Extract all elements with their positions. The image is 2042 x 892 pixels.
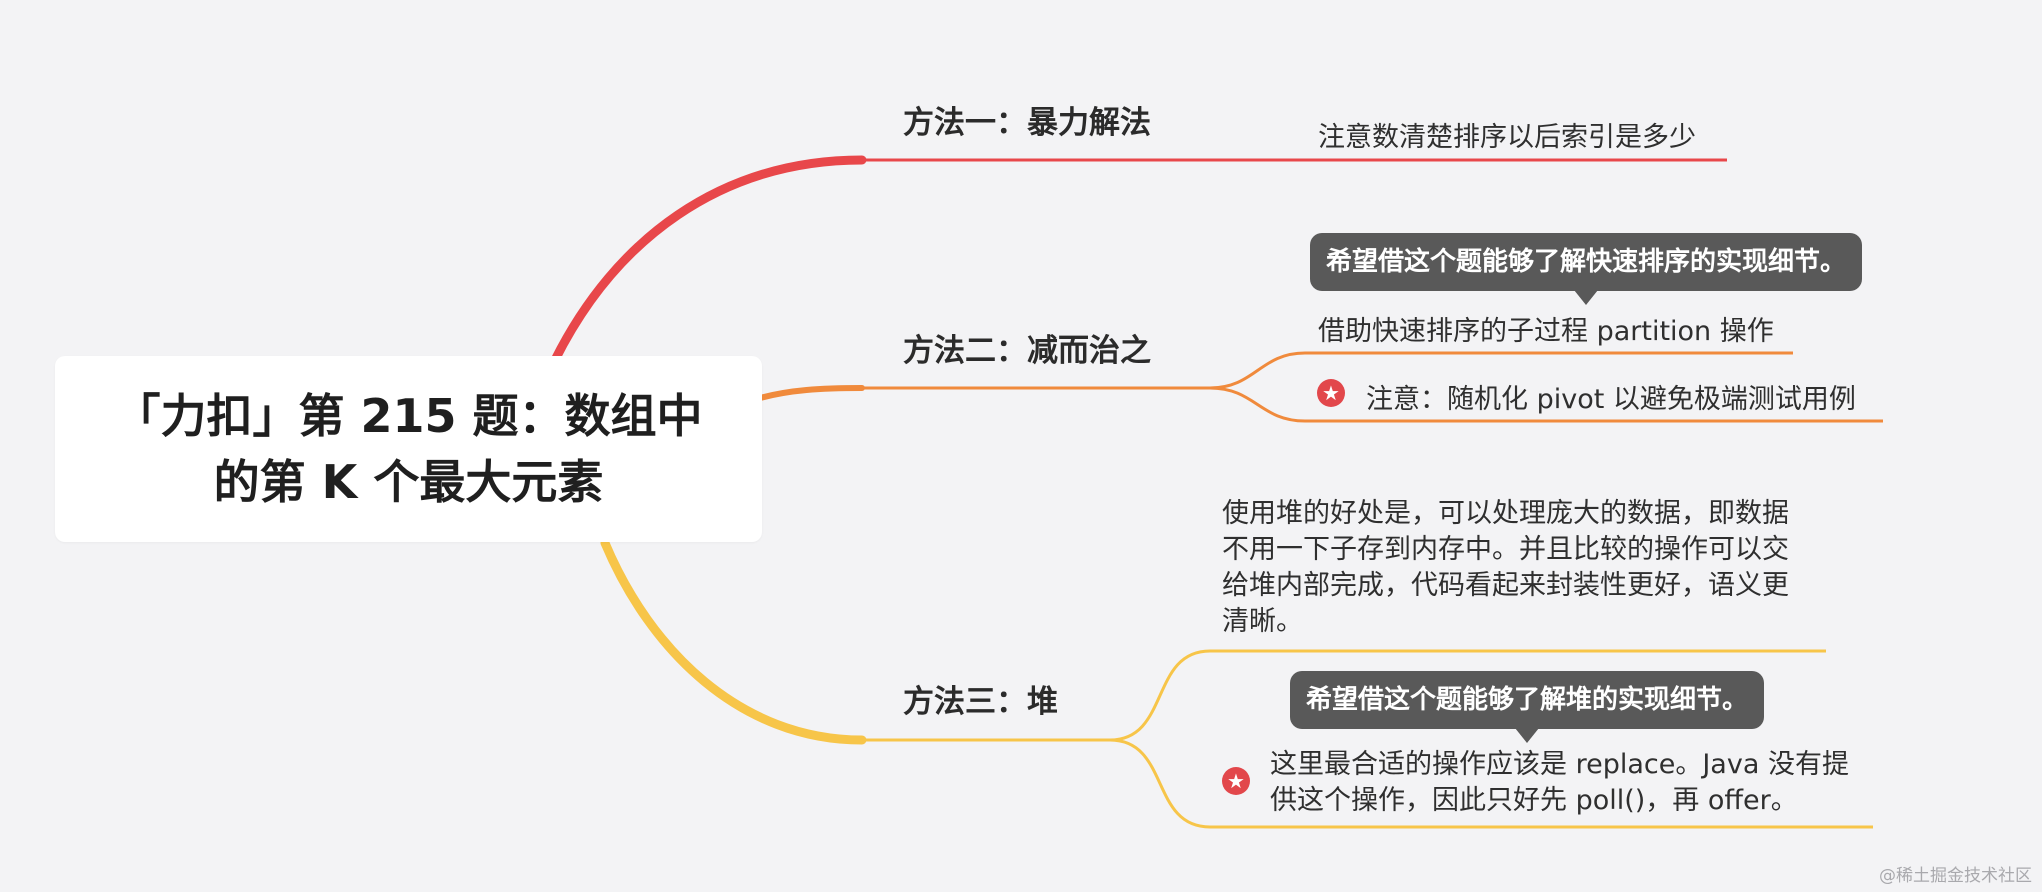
- connector-leaf-2-1: [1209, 351, 1306, 390]
- star-badge-icon: ★: [1222, 767, 1250, 795]
- root-title: 「力扣」第 215 题：数组中 的第 K 个最大元素: [114, 389, 703, 509]
- branch-label-method-2[interactable]: 方法二：减而治之: [903, 333, 1151, 369]
- callout-method-2: 希望借这个题能够了解快速排序的实现细节。: [1310, 233, 1863, 305]
- connector-leaf-3-2: [1109, 738, 1211, 829]
- watermark: @稀土掘金技术社区: [1879, 866, 2032, 886]
- leaf-method-2-partition[interactable]: 借助快速排序的子过程 partition 操作: [1318, 316, 1774, 347]
- leaf-method-3-heap-benefits[interactable]: 使用堆的好处是，可以处理庞大的数据，即数据 不用一下子存到内存中。并且比较的操作…: [1222, 498, 1789, 637]
- leaf-method-3-replace-note[interactable]: 这里最合适的操作应该是 replace。Java 没有提 供这个操作，因此只好先…: [1270, 749, 1849, 816]
- connector-branch-1: [550, 155, 867, 365]
- connector-leaf-2-2: [1209, 386, 1306, 423]
- leaf-method-1-note[interactable]: 注意数清楚排序以后索引是多少: [1318, 122, 1696, 153]
- root-node[interactable]: 「力扣」第 215 题：数组中 的第 K 个最大元素: [55, 356, 762, 542]
- branch-label-method-3[interactable]: 方法三：堆: [903, 684, 1058, 720]
- connector-branch-3: [600, 538, 867, 745]
- connector-leaf-3-1: [1109, 649, 1211, 742]
- branch-label-method-1[interactable]: 方法一：暴力解法: [903, 105, 1151, 141]
- connector-branch-2: [757, 385, 865, 401]
- callout-method-3: 希望借这个题能够了解堆的实现细节。: [1290, 671, 1765, 743]
- star-badge-icon: ★: [1317, 379, 1345, 407]
- leaf-method-2-random-pivot[interactable]: 注意：随机化 pivot 以避免极端测试用例: [1366, 384, 1856, 415]
